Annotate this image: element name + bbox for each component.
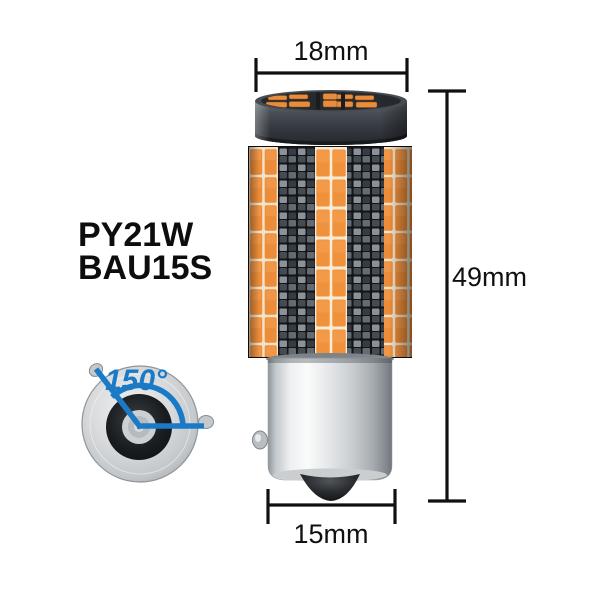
bayonet-pin <box>252 430 268 450</box>
cap-top-leds <box>262 92 400 110</box>
product-code-line1: PY21W <box>78 216 194 254</box>
cap-shading <box>255 101 407 145</box>
dimension-label-15mm: 15mm <box>293 519 368 549</box>
base-top-edge <box>268 358 392 363</box>
dimension-15mm: 15mm <box>266 489 397 549</box>
bottom-contact-tip <box>300 474 360 501</box>
dimension-18mm: 18mm <box>254 36 409 92</box>
dimension-line-15mm <box>266 489 397 524</box>
base-bottom-view: 150° <box>81 363 214 483</box>
beam-angle-arc <box>110 382 186 429</box>
led-array-body <box>248 146 412 358</box>
dimension-label-18mm: 18mm <box>293 36 368 66</box>
led-body-shading <box>248 146 412 358</box>
product-code: PY21W BAU15S <box>78 216 212 287</box>
dimension-line-49mm <box>428 89 466 503</box>
base-cylinder <box>267 357 393 481</box>
bulb-top-cap <box>255 90 407 145</box>
beam-angle-line-diagonal <box>93 367 144 430</box>
base-bottom-flare <box>273 468 387 482</box>
dimension-line-18mm <box>254 58 409 92</box>
product-code-line2: BAU15S <box>78 249 212 287</box>
beam-angle-label: 150° <box>105 364 168 397</box>
bayonet-metal-base <box>252 353 394 501</box>
led-bulb-illustration <box>248 90 412 501</box>
dimension-49mm: 49mm <box>428 89 527 503</box>
beam-angle-annotation: 150° <box>93 364 204 430</box>
dimension-label-49mm: 49mm <box>452 262 527 292</box>
